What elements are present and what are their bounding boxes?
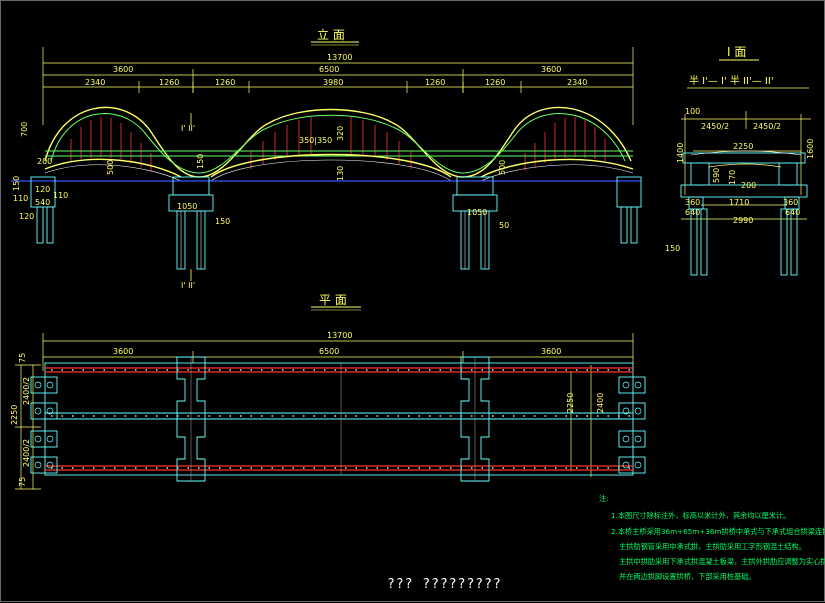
sec-dim-1600: 1600	[806, 139, 815, 159]
dim-350-350: 350|350	[299, 136, 332, 145]
dim-540: 540	[35, 198, 50, 207]
dim-seg-3: 1260	[215, 78, 235, 87]
plan-dim-half-top: 2400/2	[22, 377, 31, 405]
plan-dim-75-bottom: 75	[18, 477, 27, 487]
sec-dim-2250: 2250	[733, 142, 753, 151]
note-line-1: 1.本图尺寸除标注外，标高以米计外，其余均以厘米计。	[611, 511, 790, 520]
section-subtitle: 半 I'— I' 半 II'— II'	[689, 74, 774, 87]
dim-left-span: 3600	[113, 65, 133, 74]
dim-1050-left: 1050	[177, 202, 197, 211]
dim-110-a: 110	[13, 194, 28, 203]
sec-dim-150: 150	[665, 244, 680, 253]
dim-150: 150	[196, 154, 205, 169]
plan-dim-half-bottom: 2400/2	[22, 439, 31, 467]
dim-130: 130	[336, 166, 345, 181]
dim-total-length: 13700	[327, 53, 352, 62]
plan-dim-left: 3600	[113, 347, 133, 356]
plan-view: 平 面 13700 3600 6500 3600 75 2400/2 2250 …	[10, 293, 646, 490]
dim-seg-5: 1260	[425, 78, 445, 87]
dim-right-span: 3600	[541, 65, 561, 74]
sec-dim-half-right: 2450/2	[753, 122, 781, 131]
plan-dim-2400: 2400	[596, 393, 605, 413]
sec-dim-360-l: 360	[685, 198, 700, 207]
dim-320: 320	[336, 126, 345, 141]
drawing-caption: ??? ?????????	[387, 577, 502, 592]
dim-main-span: 6500	[319, 65, 339, 74]
sec-dim-170: 170	[728, 170, 737, 185]
dim-110-b: 110	[53, 191, 68, 200]
notes-block: 注: 1.本图尺寸除标注外，标高以米计外，其余均以厘米计。 2.本桥主桥采用36…	[599, 494, 825, 581]
plan-dim-total: 13700	[327, 331, 352, 340]
dim-200: 200	[37, 157, 52, 166]
note-line-3: 主拱肋钢管采用中承式拱，主拱肋采用工字形钢混土结构。	[619, 542, 806, 551]
plan-dim-2250-right: 2250	[566, 393, 575, 413]
dim-120-bottom: 120	[19, 212, 34, 221]
sec-dim-half-left: 2450/2	[701, 122, 729, 131]
plan-dim-main: 6500	[319, 347, 339, 356]
dim-500-right: 500	[498, 160, 507, 175]
sec-dim-1400: 1400	[676, 143, 685, 163]
dim-700: 700	[20, 122, 29, 137]
section-view: Ⅰ 面 半 I'— I' 半 II'— II' 100 2450/2 2450/…	[665, 45, 815, 276]
sec-dim-1710: 1710	[729, 198, 749, 207]
dim-500-left: 500	[106, 160, 115, 175]
dim-120-top: 120	[35, 185, 50, 194]
sec-dim-590: 590	[712, 168, 721, 183]
dim-150-pier: 150	[215, 217, 230, 226]
dim-1050-right: 1050	[467, 208, 487, 217]
elevation-title: 立 面	[317, 27, 345, 42]
notes-heading: 注:	[599, 494, 609, 503]
plan-title: 平 面	[319, 293, 347, 307]
note-line-2: 2.本桥主桥采用36m+65m+36m拱桥中承式与下承式组合拱梁连拱体系。	[611, 527, 825, 536]
dim-seg-6: 1260	[485, 78, 505, 87]
dim-seg-2: 1260	[159, 78, 179, 87]
plan-dim-75-top: 75	[18, 353, 27, 363]
section-mark-bottom: I' II'	[181, 281, 195, 290]
section-title: Ⅰ 面	[727, 45, 746, 59]
dim-seg-1: 2340	[85, 78, 105, 87]
sec-dim-100: 100	[685, 107, 700, 116]
sec-dim-200: 200	[741, 181, 756, 190]
sec-dim-640-l: 640	[685, 208, 700, 217]
dim-seg-4: 3980	[323, 78, 343, 87]
dim-150-left: 150	[12, 176, 21, 191]
sec-dim-2990: 2990	[733, 216, 753, 225]
note-line-5: 并在两边拱脚设置拱桥，下部采用桩基础。	[619, 572, 756, 581]
sec-dim-360-r: 360	[783, 198, 798, 207]
note-line-4: 主拱中拱肋采用下承式拱混凝土板梁，主拱外拱肋应调整为实心拱箱。	[619, 557, 825, 566]
elevation-view: 立 面 13700 3600 6500 3600 2340 1260 1260 …	[11, 27, 642, 290]
plan-dim-right: 3600	[541, 347, 561, 356]
dim-50: 50	[499, 221, 509, 230]
section-mark-top: I' II'	[181, 124, 195, 133]
dim-seg-7: 2340	[567, 78, 587, 87]
plan-dim-2250-left: 2250	[10, 405, 19, 425]
sec-dim-640-r: 640	[785, 208, 800, 217]
